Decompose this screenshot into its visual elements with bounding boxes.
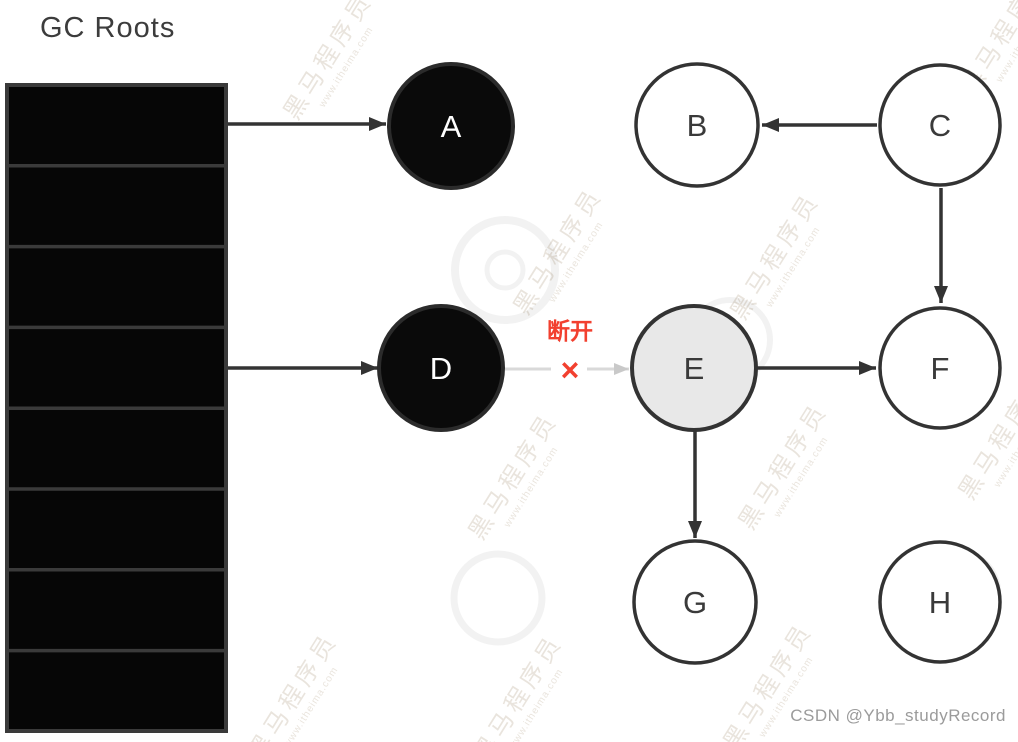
attribution-text: CSDN @Ybb_studyRecord [790,706,1006,725]
node-e-circle [630,304,758,432]
node-h-label: H [929,585,951,620]
node-a-label: A [441,109,462,144]
node-h-circle [878,540,1002,664]
node-a: A [387,62,515,190]
node-c-label: C [929,108,951,143]
node-c: C [878,63,1002,187]
node-e: E [630,304,758,432]
node-b-label: B [687,108,708,143]
node-g-label: G [683,585,707,620]
node-b-circle [634,62,760,188]
node-h: H [878,540,1002,664]
break-x-mark: × [561,352,580,388]
node-layer: A B C D E F G [377,62,1002,665]
node-a-circle [387,62,515,190]
watermark-badge [96,70,1001,646]
break-annotation-label: 断开 [547,318,593,344]
node-f-label: F [931,351,950,386]
node-f: F [878,306,1002,430]
node-f-circle [878,306,1002,430]
node-c-circle [878,63,1002,187]
edge-layer [228,117,948,538]
node-g-circle [632,539,758,665]
node-d-label: D [430,351,452,386]
node-g: G [632,539,758,665]
node-b: B [634,62,760,188]
node-d-circle [377,304,505,432]
node-d: D [377,304,505,432]
break-annotation: 断开 × [547,318,593,388]
page-title: GC Roots [40,12,176,44]
node-e-label: E [684,351,705,386]
gc-roots-stack [5,83,228,733]
